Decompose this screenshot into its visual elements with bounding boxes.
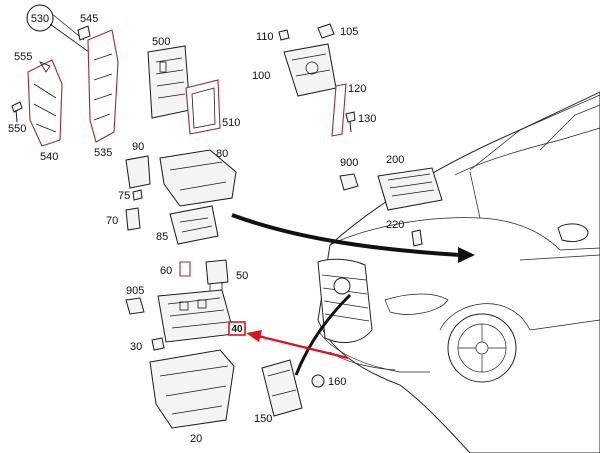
- label-105: 105: [340, 26, 358, 38]
- part-85-holder: [169, 205, 219, 245]
- part-105-bracket: [317, 23, 335, 39]
- part-70-relay: [125, 207, 141, 231]
- label-120: 120: [348, 83, 366, 95]
- label-60: 60: [160, 265, 172, 277]
- label-110: 110: [256, 31, 274, 43]
- label-40-highlight-box: [228, 321, 246, 336]
- part-60-fuse: [179, 261, 191, 277]
- part-200-ecu: [377, 167, 443, 211]
- part-20-housing: [149, 349, 235, 429]
- part-150-module: [261, 359, 303, 417]
- label-85: 85: [156, 231, 168, 243]
- part-545-clip: [77, 25, 91, 41]
- label-500: 500: [152, 36, 170, 48]
- part-120-strip: [331, 83, 347, 137]
- label-200: 200: [386, 154, 404, 166]
- label-540: 540: [40, 151, 58, 163]
- part-75-clip: [132, 189, 143, 201]
- label-900: 900: [340, 157, 358, 169]
- label-40: 40: [231, 324, 243, 335]
- label-535: 535: [94, 147, 112, 159]
- part-905-label: [125, 297, 145, 315]
- part-220-sensor: [411, 229, 423, 247]
- label-70: 70: [106, 215, 118, 227]
- fuse-box-pointer-line: [294, 293, 352, 376]
- label-50: 50: [236, 270, 248, 282]
- label-545: 545: [80, 13, 98, 25]
- part-80-cover: [159, 149, 237, 207]
- part-555-bolt: [39, 61, 51, 73]
- label-905: 905: [126, 285, 144, 297]
- pointer-arrow-to-car: [231, 213, 461, 257]
- car-illustration: [317, 91, 600, 453]
- pointer-arrow-head: [458, 247, 475, 263]
- part-40-fuse-box: [157, 289, 235, 343]
- part-30-nut: [151, 337, 165, 351]
- part-90-bracket: [125, 155, 151, 189]
- label-80: 80: [216, 148, 228, 160]
- part-535-panel: [87, 29, 119, 143]
- part-160-grommet: [311, 374, 325, 388]
- label-150: 150: [254, 413, 272, 425]
- part-50-relay: [205, 259, 229, 285]
- part-110-nut: [278, 29, 290, 41]
- part-540-bracket: [27, 59, 63, 147]
- part-900-label: [339, 173, 359, 191]
- callout-circle-530: [26, 4, 54, 32]
- label-555: 555: [14, 51, 32, 63]
- label-90: 90: [132, 141, 144, 153]
- highlight-arrow-head: [246, 330, 262, 342]
- highlight-arrow: [257, 334, 349, 360]
- label-130: 130: [358, 113, 376, 125]
- part-550-screw: [11, 101, 23, 123]
- label-30: 30: [130, 341, 142, 353]
- part-130-bolt: [345, 111, 356, 133]
- label-160: 160: [328, 376, 346, 388]
- label-100: 100: [252, 70, 270, 82]
- label-550: 550: [8, 123, 26, 135]
- label-510: 510: [222, 117, 240, 129]
- label-75: 75: [118, 190, 130, 202]
- label-530: 530: [31, 13, 49, 25]
- label-220: 220: [386, 219, 404, 231]
- label-20: 20: [190, 433, 202, 445]
